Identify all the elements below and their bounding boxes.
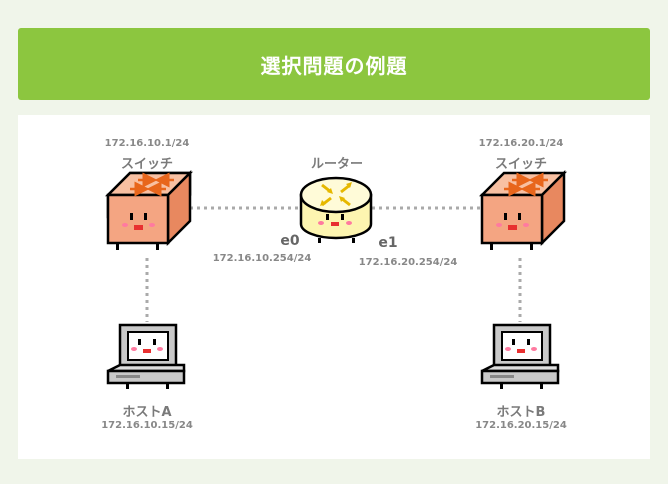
switch1-ip: 172.16.10.1/24	[104, 138, 190, 149]
switch2-label: スイッチ	[494, 157, 548, 172]
page-header: 選択問題の例題	[18, 28, 650, 100]
hostA-label: ホストA	[122, 405, 172, 420]
router-icon	[299, 176, 373, 243]
hostB-label: ホストB	[496, 405, 546, 420]
links	[145, 206, 522, 322]
hostB-icon	[480, 323, 560, 389]
page-title: 選択問題の例題	[260, 53, 408, 78]
switch2-icon	[478, 169, 568, 250]
hostA-ip: 172.16.10.15/24	[101, 420, 193, 431]
hostB-ip: 172.16.20.15/24	[475, 420, 567, 431]
hostA-icon	[106, 323, 186, 389]
router-label: ルーター	[310, 157, 364, 172]
router-e1-ip: 172.16.20.254/24	[358, 257, 458, 268]
router-e0-label: e0	[280, 233, 300, 249]
router-e1-label: e1	[378, 235, 398, 251]
router-e0-ip: 172.16.10.254/24	[212, 253, 312, 264]
switch1-icon	[104, 169, 194, 250]
switch2-ip: 172.16.20.1/24	[478, 138, 564, 149]
switch1-label: スイッチ	[120, 157, 174, 172]
